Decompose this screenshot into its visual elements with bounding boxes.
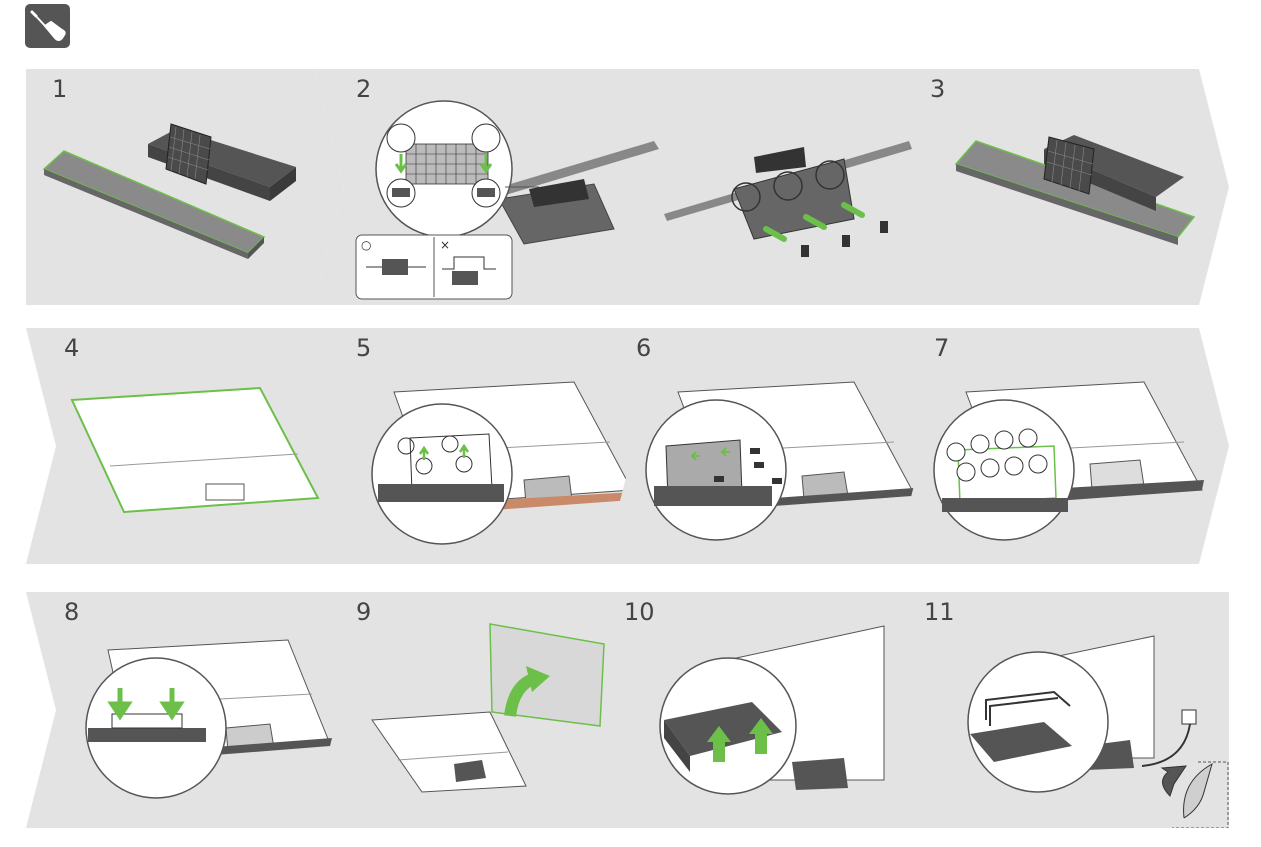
- step-10-number: 10: [624, 598, 655, 626]
- step-4-number: 4: [64, 334, 80, 362]
- step-4-panel: 4: [26, 328, 358, 564]
- screwdriver-icon: [25, 4, 70, 48]
- step-6-illustration: [645, 381, 914, 541]
- step-7-illustration: [933, 381, 1204, 541]
- step-3-panel: 3: [894, 69, 1229, 305]
- step-6-panel: 6: [604, 328, 936, 564]
- step-1-number: 1: [52, 75, 68, 103]
- step-8-illustration: [85, 639, 332, 799]
- step-8-panel: 8: [26, 592, 358, 828]
- wrong-mark: ×: [440, 238, 450, 252]
- step-1-illustration: [42, 123, 296, 259]
- step-3-illustration: [954, 135, 1196, 245]
- step-6-number: 6: [636, 334, 652, 362]
- step-1-background: [26, 69, 344, 305]
- step-1-panel: 1: [26, 69, 344, 305]
- step-2-number: 2: [356, 75, 372, 103]
- step-11-panel: 11: [894, 592, 1229, 828]
- step-7-panel: 7: [894, 328, 1229, 564]
- correct-mark: ○: [361, 238, 371, 252]
- step-9-illustration: [371, 623, 605, 793]
- step-10-panel: 10: [604, 592, 936, 828]
- step-5-number: 5: [356, 334, 372, 362]
- step-5-illustration: [371, 381, 634, 545]
- step-8-number: 8: [64, 598, 80, 626]
- step-2-illustration: ○ ×: [355, 100, 912, 300]
- step-2-panel: ○ × 2: [314, 69, 938, 305]
- step-7-number: 7: [934, 334, 950, 362]
- step-11-illustration: [967, 635, 1229, 828]
- step-5-panel: 5: [314, 328, 646, 564]
- step-10-illustration: [659, 625, 885, 795]
- step-11-number: 11: [924, 598, 955, 626]
- step-3-number: 3: [930, 75, 946, 103]
- step-9-number: 9: [356, 598, 372, 626]
- step-9-panel: 9: [314, 592, 646, 828]
- step-4-illustration: [70, 386, 320, 514]
